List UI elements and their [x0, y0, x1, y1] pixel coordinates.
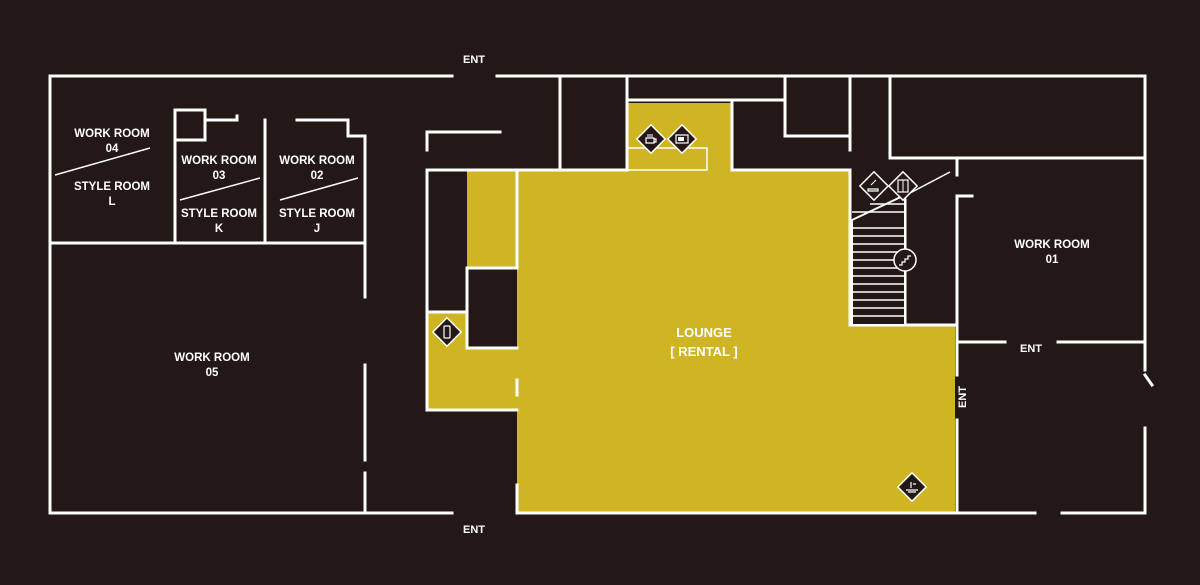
walls	[48, 74, 1155, 515]
microwave-icon	[666, 123, 698, 155]
entrance-bottom: ENT	[463, 524, 485, 536]
work-room-02-line2: 02	[311, 170, 324, 182]
stairs-icon	[893, 248, 917, 272]
work-room-04-line1: WORK ROOM	[74, 128, 149, 140]
smoking-area-icon	[858, 170, 890, 202]
lounge-floor	[427, 103, 955, 513]
room-style-k[interactable]: STYLE ROOM K	[181, 208, 257, 235]
work-room-03-line1: WORK ROOM	[181, 155, 256, 167]
style-room-j-line2: J	[314, 223, 320, 235]
work-room-03-line2: 03	[213, 170, 226, 182]
style-room-j-line1: STYLE ROOM	[279, 208, 355, 220]
work-room-05-line1: WORK ROOM	[174, 352, 249, 364]
room-style-l[interactable]: STYLE ROOM L	[74, 181, 150, 208]
washroom-icon	[896, 471, 928, 503]
entrance-right: ENT	[1020, 343, 1042, 355]
style-room-k-line2: K	[215, 223, 224, 235]
style-room-l-line1: STYLE ROOM	[74, 181, 150, 193]
counter	[626, 147, 708, 171]
room-work-03[interactable]: WORK ROOM 03	[181, 155, 256, 182]
room-work-02[interactable]: WORK ROOM 02	[279, 155, 354, 182]
room-work-01[interactable]: WORK ROOM 01	[1014, 239, 1089, 266]
phone-icon	[431, 316, 463, 348]
work-room-02-line1: WORK ROOM	[279, 155, 354, 167]
staircase	[851, 193, 906, 326]
room-style-j[interactable]: STYLE ROOM J	[279, 208, 355, 235]
room-work-04[interactable]: WORK ROOM 04	[74, 128, 149, 155]
elevator-icon	[887, 170, 919, 202]
lounge-line2: [ RENTAL ]	[670, 344, 737, 359]
divider-02-j	[279, 177, 359, 201]
lounge-line1: LOUNGE	[676, 325, 732, 340]
entrance-lounge-side: ENT	[957, 386, 969, 408]
work-room-01-line2: 01	[1046, 254, 1059, 266]
style-room-k-line1: STYLE ROOM	[181, 208, 257, 220]
divider-04-l	[54, 147, 151, 176]
style-room-l-line2: L	[108, 196, 115, 208]
work-room-04-line2: 04	[106, 143, 119, 155]
work-room-05-line2: 05	[206, 367, 219, 379]
divider-03-k	[179, 177, 261, 201]
room-lounge[interactable]: LOUNGE [ RENTAL ]	[670, 325, 737, 359]
room-work-05[interactable]: WORK ROOM 05	[174, 352, 249, 379]
coffee-icon	[635, 123, 667, 155]
entrance-top: ENT	[463, 54, 485, 66]
work-room-01-line1: WORK ROOM	[1014, 239, 1089, 251]
